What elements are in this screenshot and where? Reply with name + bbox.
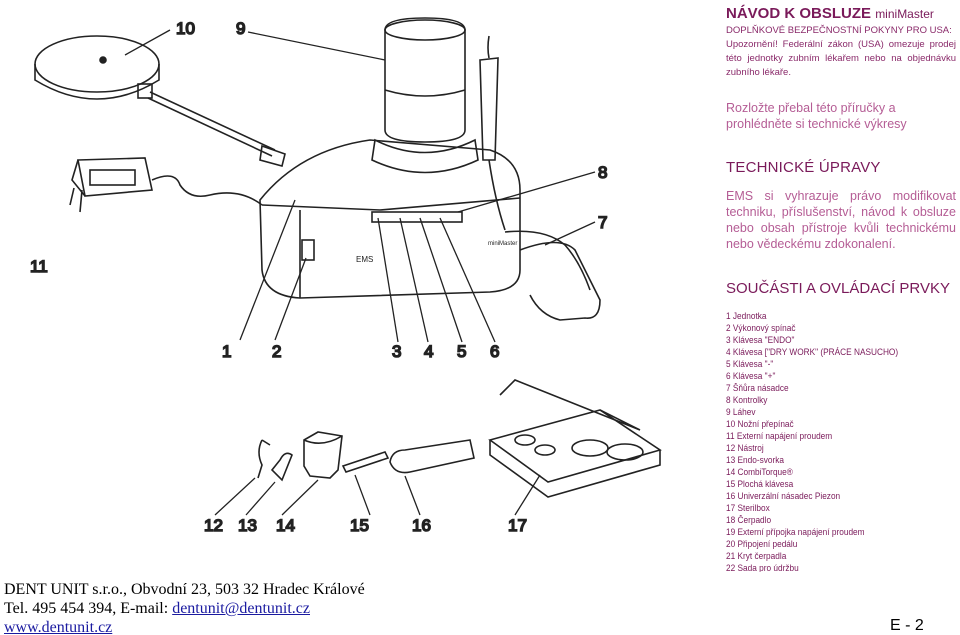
callout-12: 12 bbox=[204, 516, 223, 535]
handpiece-drawing bbox=[479, 35, 506, 231]
list-item: 11 Externí napájení proudem bbox=[726, 431, 833, 441]
unit-body-drawing bbox=[259, 139, 601, 321]
list-item: 13 Endo-svorka bbox=[726, 455, 785, 465]
list-item: 14 CombiTorque® bbox=[726, 467, 793, 477]
list-item: 16 Univerzální násadec Piezon bbox=[726, 491, 841, 501]
list-item: 12 Nástroj bbox=[726, 443, 764, 453]
technical-drawing: EMS miniMaster 10 9 bbox=[29, 17, 662, 536]
callout-17: 17 bbox=[508, 516, 527, 535]
page-number: E - 2 bbox=[890, 617, 924, 634]
bottle-drawing bbox=[371, 17, 479, 174]
list-item: 3 Klávesa "ENDO" bbox=[726, 335, 795, 345]
callout-9: 9 bbox=[236, 19, 245, 38]
title-text: NÁVOD K OBSLUZE bbox=[726, 5, 872, 22]
callout-3: 3 bbox=[392, 342, 401, 361]
parts-heading: SOUČÁSTI A OVLÁDACÍ PRVKY bbox=[726, 280, 950, 297]
callout-14: 14 bbox=[276, 516, 295, 535]
callout-5: 5 bbox=[457, 342, 466, 361]
list-item: 7 Šňůra násadce bbox=[726, 383, 789, 393]
list-item: 21 Kryt čerpadla bbox=[726, 551, 787, 561]
accessories-drawing bbox=[257, 379, 662, 498]
list-item: 18 Čerpadlo bbox=[726, 515, 772, 525]
list-item: 4 Klávesa ["DRY WORK" (PRÁCE NASUCHO) bbox=[726, 347, 899, 357]
document-title: NÁVOD K OBSLUZE miniMaster bbox=[726, 4, 956, 24]
list-item: 10 Nožní přepínač bbox=[726, 419, 794, 429]
leader-lines bbox=[124, 29, 596, 516]
callout-11: 11 bbox=[30, 257, 48, 276]
product-name: miniMaster bbox=[875, 7, 934, 21]
safety-heading: DOPLŇKOVÉ BEZPEČNOSTNÍ POKYNY PRO USA: bbox=[726, 25, 952, 36]
callout-13: 13 bbox=[238, 516, 257, 535]
callout-16: 16 bbox=[412, 516, 431, 535]
list-item: 2 Výkonový spínač bbox=[726, 323, 796, 333]
foot-switch-drawing bbox=[34, 35, 286, 167]
device-illustration: EMS miniMaster 10 9 bbox=[29, 17, 662, 536]
callout-6: 6 bbox=[490, 342, 499, 361]
phone-text: Tel. 495 454 394, E-mail: bbox=[4, 600, 173, 617]
technical-heading: TECHNICKÉ ÚPRAVY bbox=[726, 159, 881, 176]
callout-2: 2 bbox=[272, 342, 281, 361]
list-item: 22 Sada pro údržbu bbox=[726, 563, 799, 572]
list-item: 1 Jednotka bbox=[726, 311, 767, 321]
parts-list: 1 Jednotka 2 Výkonový spínač 3 Klávesa "… bbox=[726, 310, 956, 572]
manual-text-column: NÁVOD K OBSLUZE miniMaster DOPLŇKOVÉ BEZ… bbox=[726, 4, 956, 572]
power-adapter-drawing bbox=[69, 157, 263, 213]
list-item: 15 Plochá klávesa bbox=[726, 479, 794, 489]
list-item: 17 Sterilbox bbox=[726, 503, 770, 513]
list-item: 19 Externí přípojka napájení proudem bbox=[726, 527, 865, 537]
callout-4: 4 bbox=[424, 342, 433, 361]
callout-10: 10 bbox=[176, 19, 195, 38]
website-link[interactable]: www.dentunit.cz bbox=[4, 619, 113, 635]
device-model-label: miniMaster bbox=[488, 241, 517, 247]
list-item: 5 Klávesa "-" bbox=[726, 359, 774, 369]
list-item: 8 Kontrolky bbox=[726, 395, 768, 405]
list-item: 9 Láhev bbox=[726, 407, 756, 417]
footer: DENT UNIT s.r.o., Obvodní 23, 503 32 Hra… bbox=[4, 580, 365, 635]
callout-15: 15 bbox=[350, 516, 369, 535]
device-brand-label: EMS bbox=[356, 255, 373, 264]
callout-8: 8 bbox=[598, 163, 607, 182]
callout-1: 1 bbox=[222, 342, 231, 361]
technical-body: EMS si vyhrazuje právo modifikovat techn… bbox=[726, 189, 956, 251]
company-address: DENT UNIT s.r.o., Obvodní 23, 503 32 Hra… bbox=[4, 581, 365, 598]
list-item: 20 Připojení pedálu bbox=[726, 539, 798, 549]
safety-text: Upozornění! Federální zákon (USA) omezuj… bbox=[726, 39, 956, 78]
callout-7: 7 bbox=[598, 213, 607, 232]
email-link[interactable]: dentunit@dentunit.cz bbox=[172, 600, 310, 617]
list-item: 6 Klávesa "+" bbox=[726, 371, 776, 381]
unfold-note: Rozložte přebal této příručky a prohlédn… bbox=[726, 101, 907, 131]
contact-line: Tel. 495 454 394, E-mail: dentunit@dentu… bbox=[4, 599, 365, 618]
